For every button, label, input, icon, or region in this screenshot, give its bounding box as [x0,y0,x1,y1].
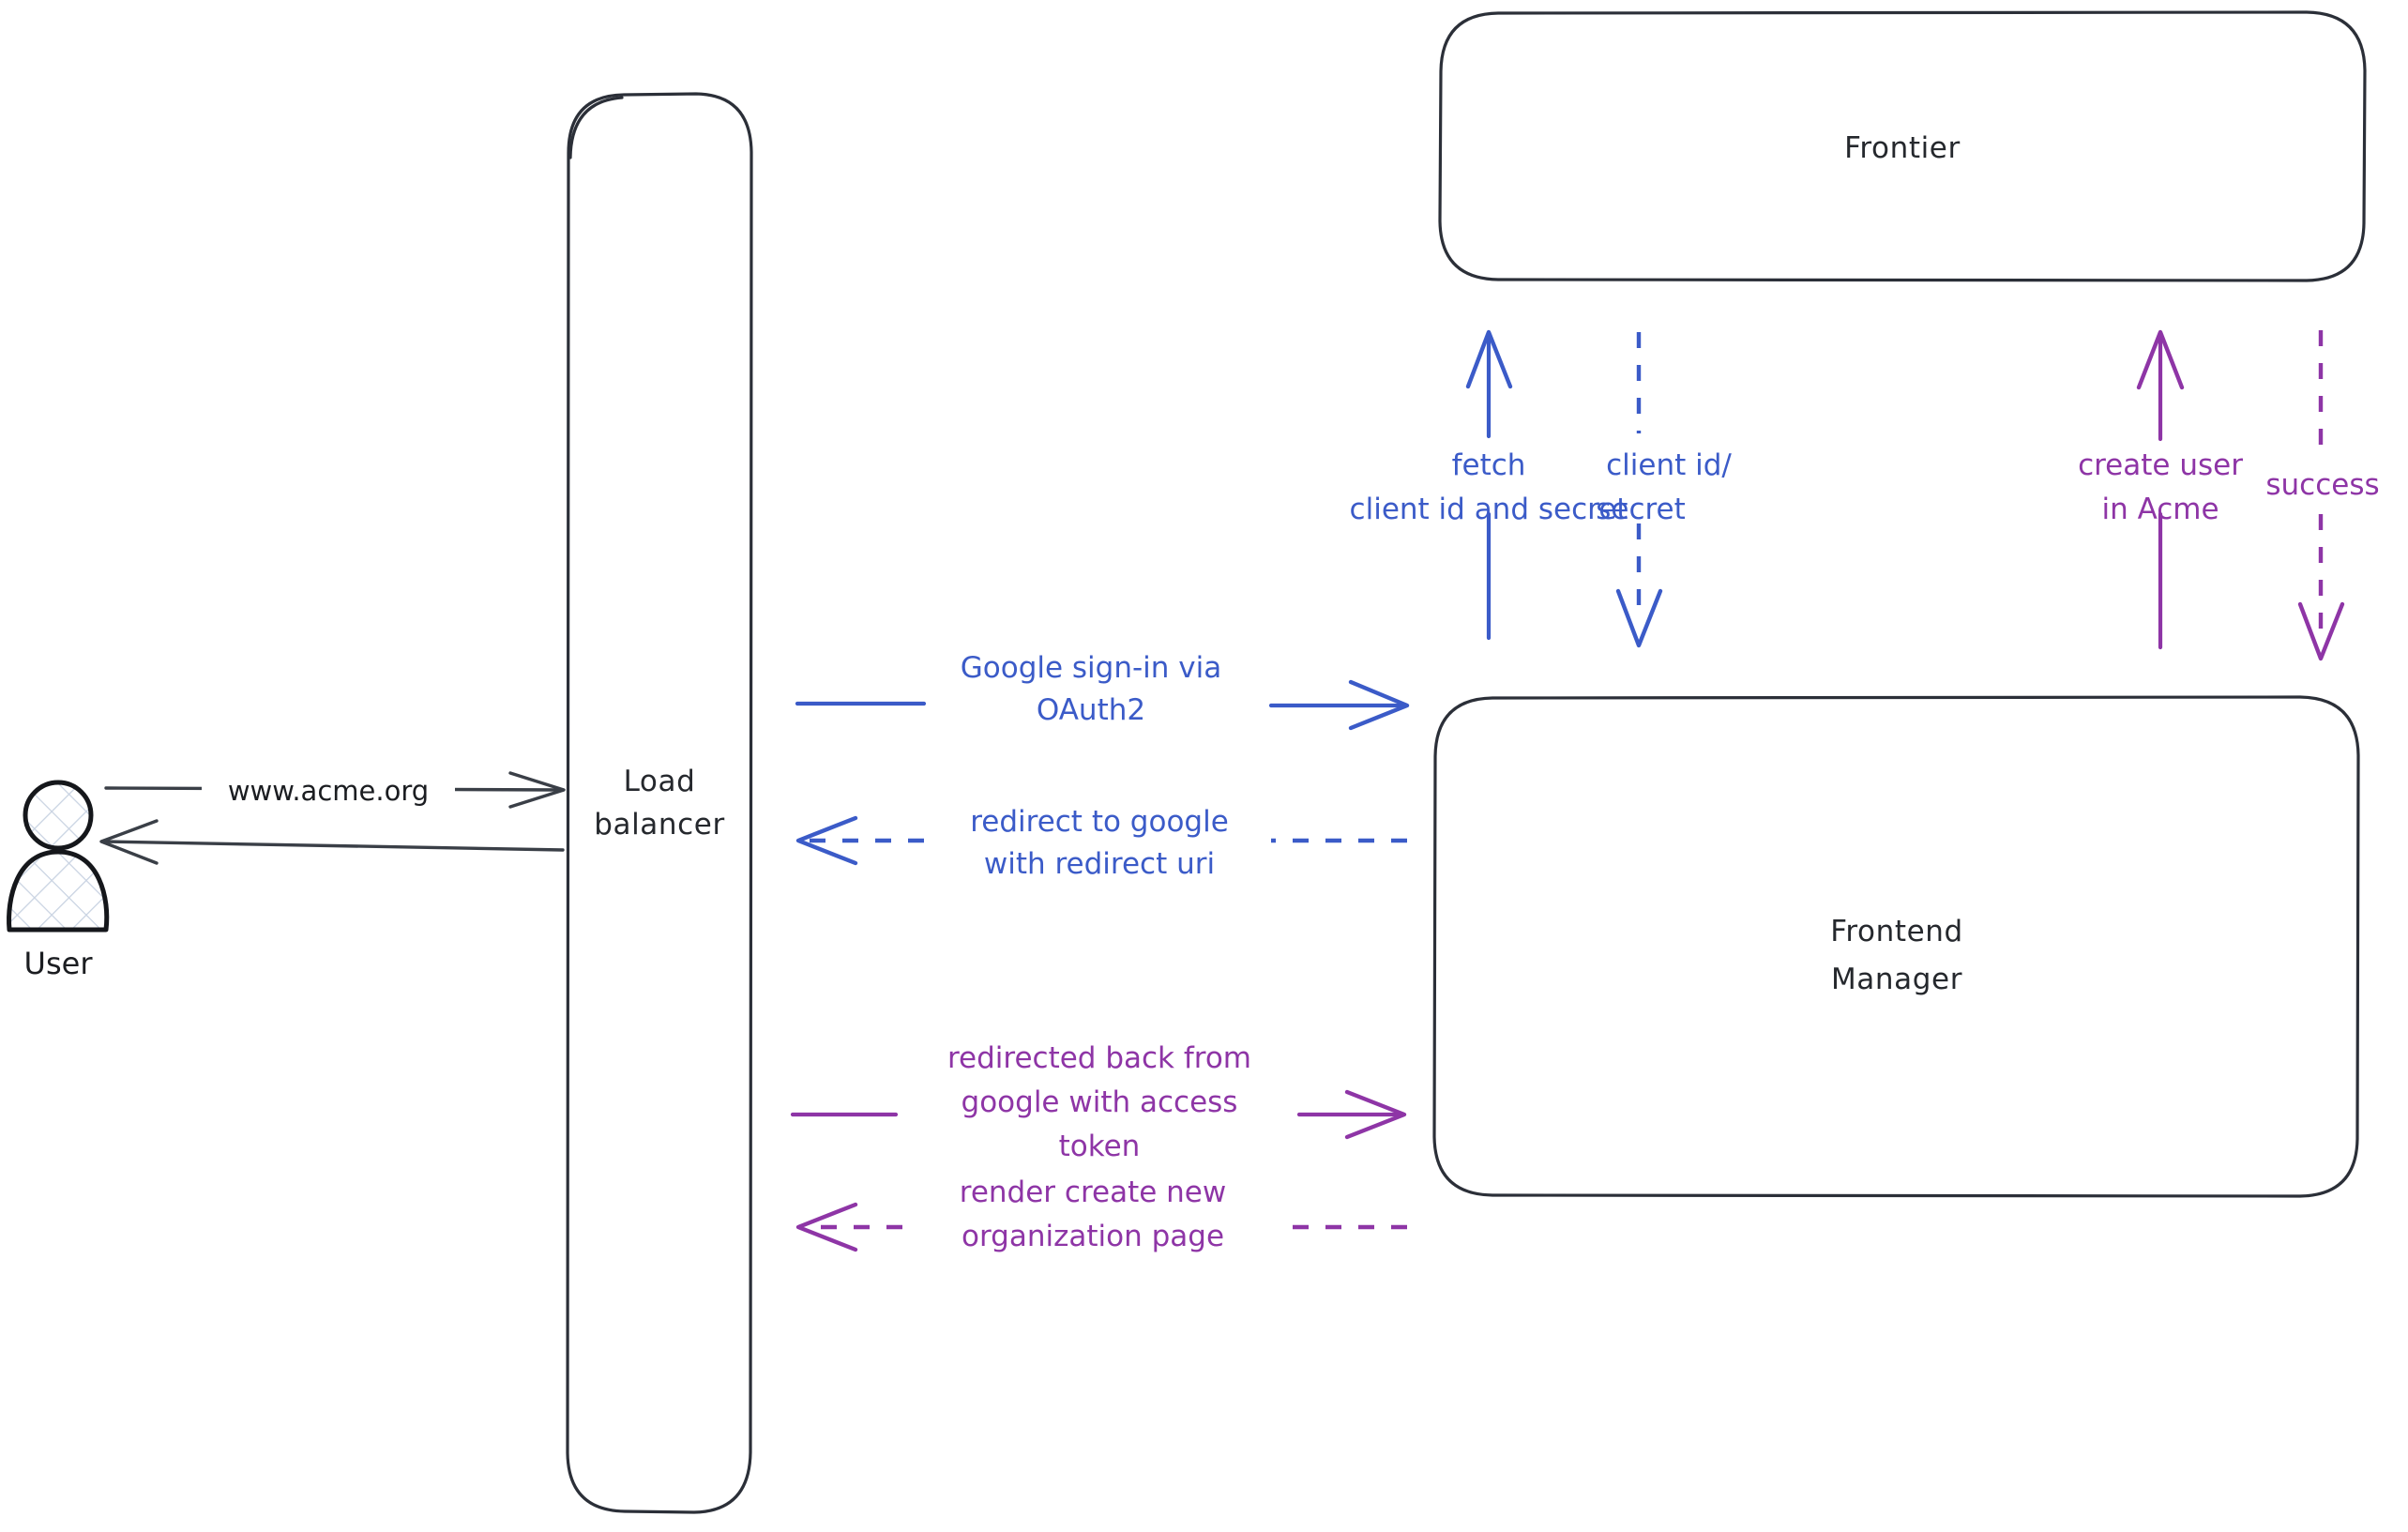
edge-client-id-secret[interactable]: client id/ secret [1596,332,1732,648]
frontend-manager-label-line2: Manager [1831,963,1962,996]
edge-token-label-line1: redirected back from [947,1041,1251,1075]
user-actor-label: User [24,946,94,981]
edge-fetch-client-id-and-secret[interactable]: fetch client id and secret [1350,329,1628,641]
edge-redirect-to-google-label-line2: with redirect uri [984,847,1215,881]
frontend-manager-label-line1: Frontend [1830,915,1963,948]
edge-success[interactable]: success [2265,330,2380,661]
edge-google-signin[interactable]: Google sign-in via OAuth2 [795,651,1410,731]
edge-render-create-new-organization-page[interactable]: render create new organization page [795,1176,1407,1253]
frontend-manager-node[interactable]: Frontend Manager [1432,695,2360,1198]
user-actor[interactable]: User [7,780,110,981]
load-balancer-node[interactable]: Load balancer [566,92,753,1514]
edge-create-user-label-line2: in Acme [2101,493,2219,526]
edge-render-label-line2: organization page [962,1220,1224,1253]
load-balancer-label-line2: balancer [594,808,725,842]
load-balancer-label-line1: Load [624,765,696,798]
edge-success-label: success [2265,468,2379,502]
edge-load-balancer-to-user[interactable] [99,819,565,865]
edge-render-label-line1: render create new [960,1176,1226,1209]
edge-token-label-line2: google with access [962,1085,1238,1119]
edge-fetch-label-line1: fetch [1452,448,1526,482]
edge-redirected-back-with-token[interactable]: redirected back from google with access … [790,1041,1407,1163]
edge-google-signin-label-line2: OAuth2 [1037,693,1145,727]
edge-redirect-to-google[interactable]: redirect to google with redirect uri [795,805,1407,881]
edge-google-signin-label-line1: Google sign-in via [961,651,1222,685]
frontier-node[interactable]: Frontier [1438,10,2367,282]
edge-user-to-load-balancer[interactable]: www.acme.org www.acme.org [104,771,566,809]
edge-fetch-label-line2: client id and secret [1350,493,1628,526]
edge-token-label-line3: token [1059,1130,1141,1163]
edge-client-id-secret-label-line2: secret [1596,493,1686,526]
edge-create-user-label-line1: create user [2078,448,2243,482]
edge-client-id-secret-label-line1: client id/ [1606,448,1732,482]
edge-create-user-in-acme[interactable]: create user in Acme [2078,329,2243,650]
edge-user-to-load-balancer-label-visible: www.acme.org [228,775,429,807]
edge-redirect-to-google-label-line1: redirect to google [970,805,1229,839]
frontier-label: Frontier [1844,131,1961,165]
